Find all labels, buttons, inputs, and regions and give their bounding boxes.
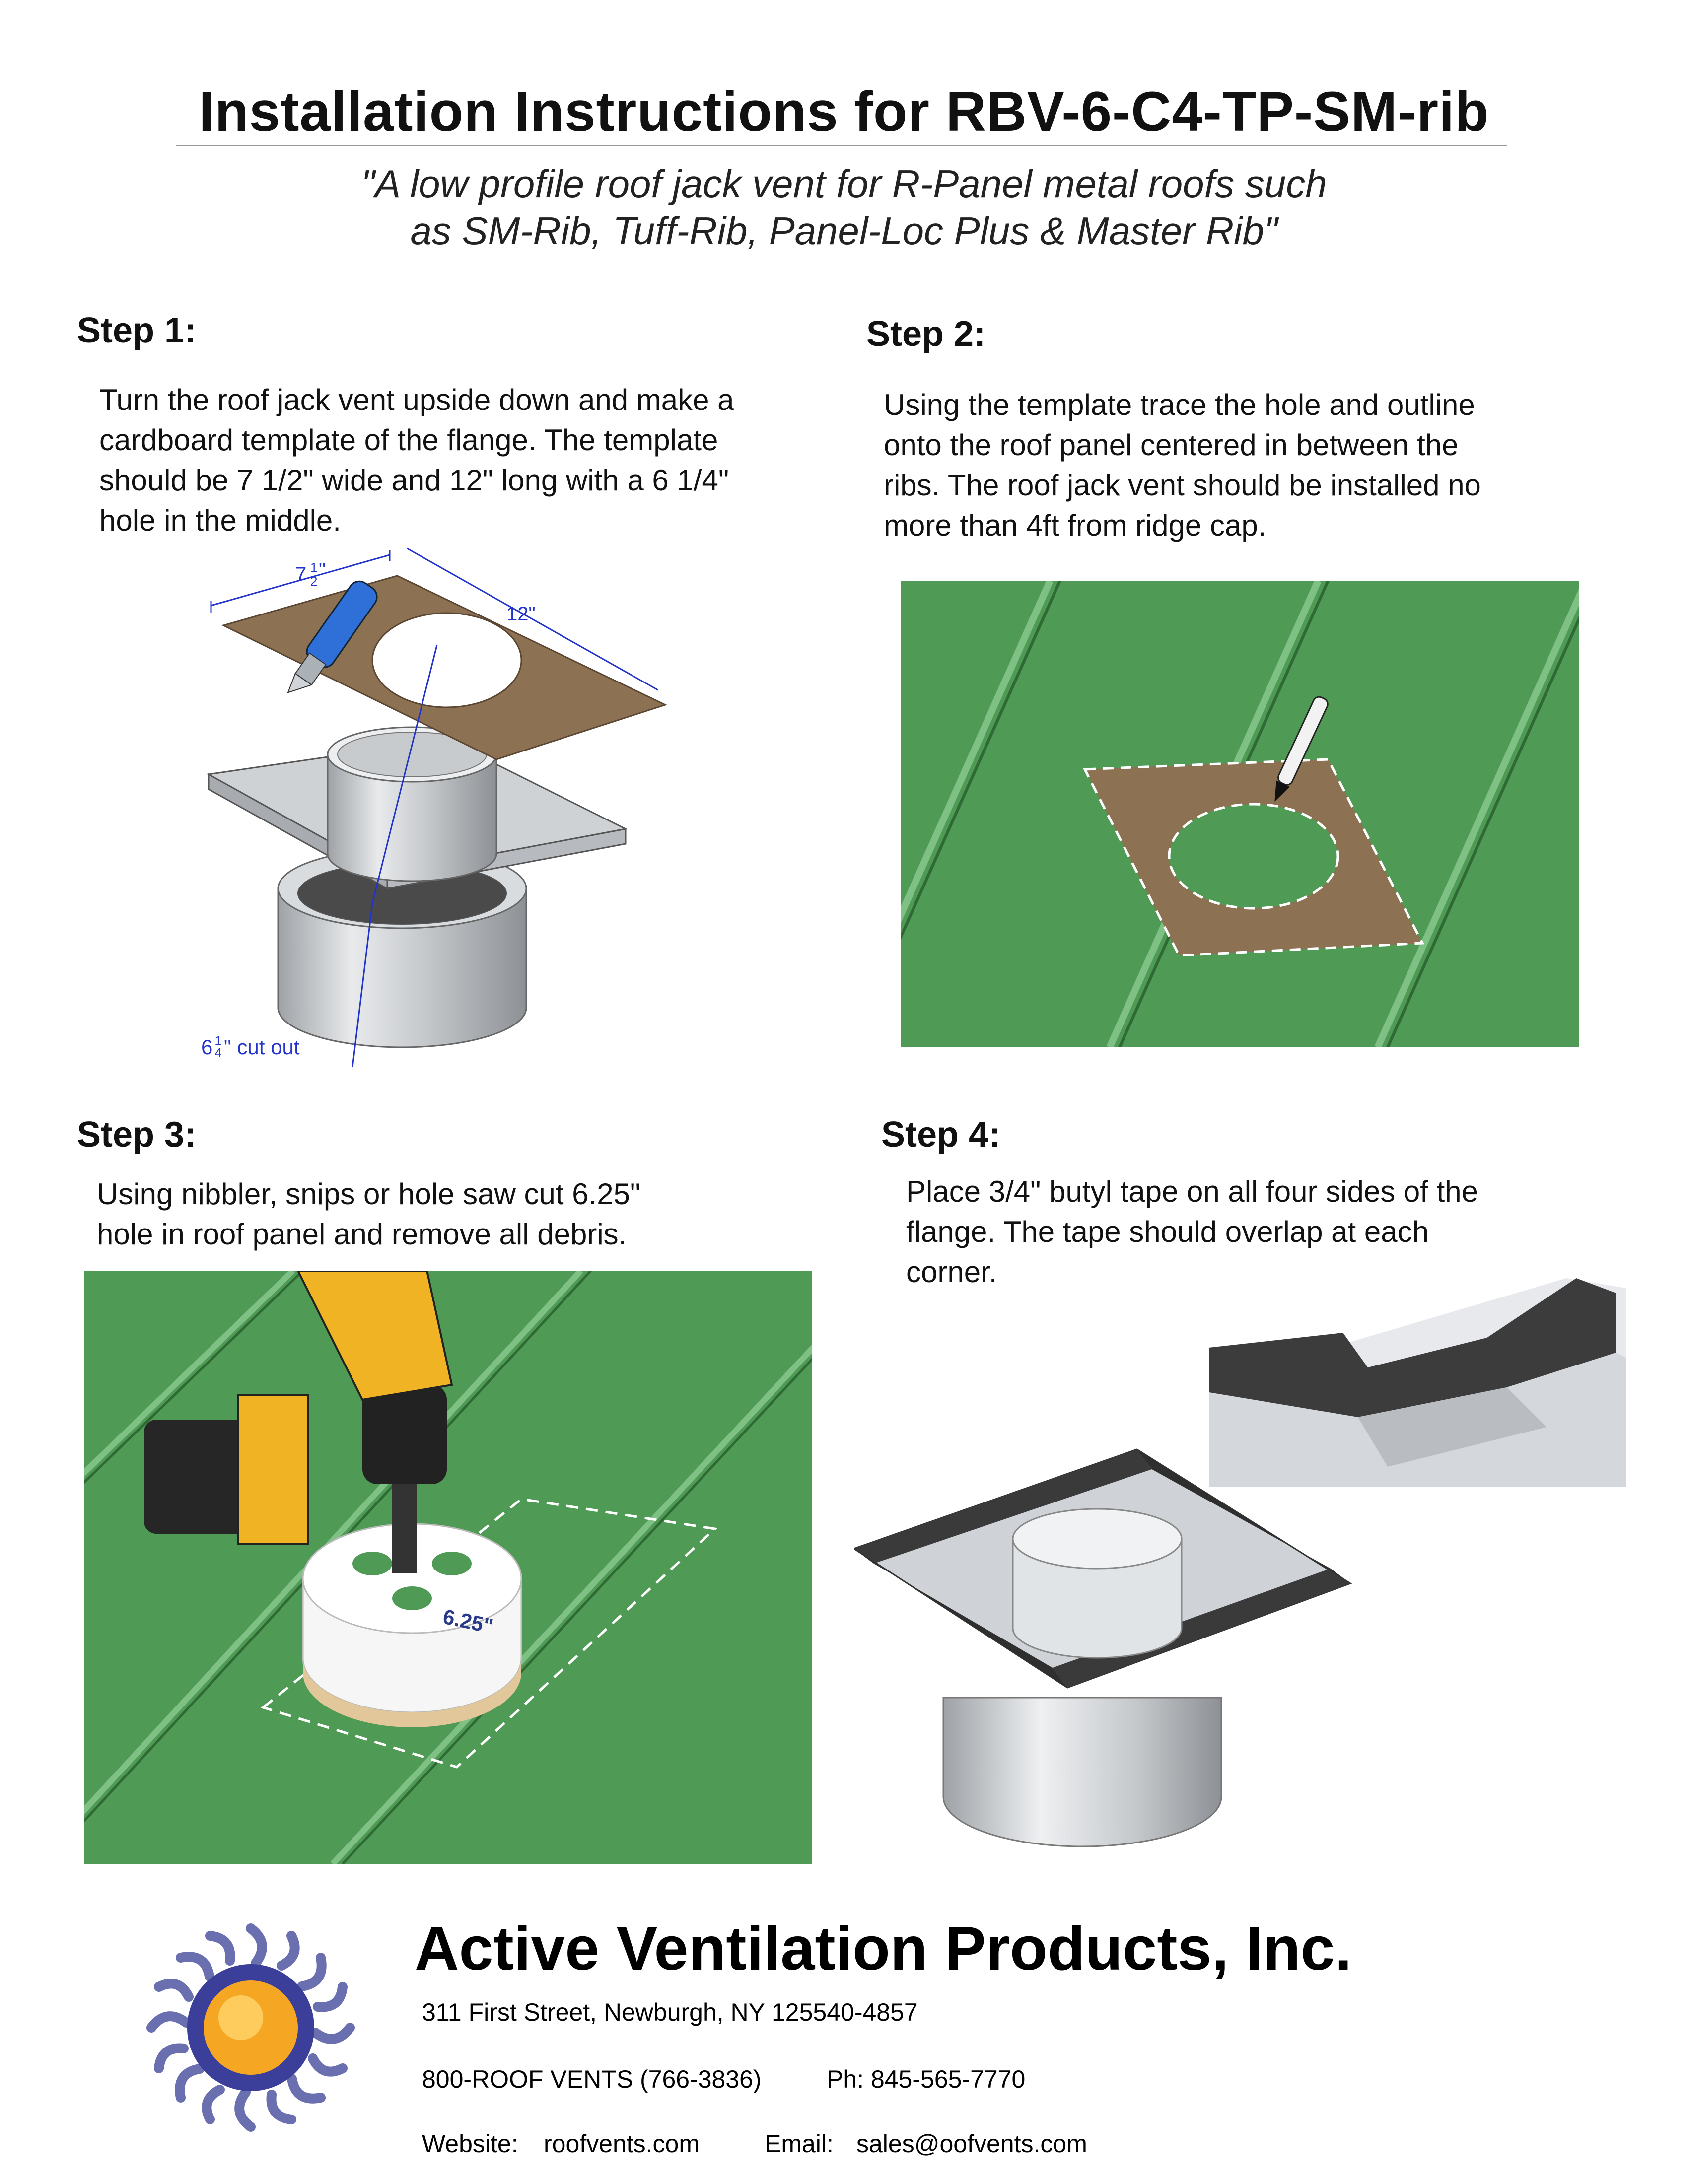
- dimension-lines: [210, 547, 658, 1068]
- utility-knife-icon: [287, 580, 378, 693]
- subtitle-line-1: "A low profile roof jack vent for R-Pane…: [361, 162, 1327, 205]
- step-4-line: flange. The tape should overlap at each: [906, 1215, 1429, 1248]
- step-1-heading: Step 1:: [77, 311, 197, 350]
- page-title: Installation Instructions for RBV-6-C4-T…: [199, 80, 1489, 142]
- template-hole: [371, 612, 522, 708]
- step-2-line: ribs. The roof jack vent should be insta…: [884, 469, 1481, 502]
- step-4-line: corner.: [906, 1255, 997, 1289]
- logo-rays: [146, 1923, 355, 2132]
- dim-length-label: 12": [506, 603, 536, 625]
- dim-hole-den: 4: [214, 1045, 222, 1060]
- step-2-text: Using the template trace the hole and ou…: [884, 385, 1481, 546]
- subtitle-line-2: as SM-Rib, Tuff-Rib, Panel-Loc Plus & Ma…: [410, 209, 1278, 253]
- website-label: Website:: [422, 2130, 518, 2158]
- vent-base-collar: [277, 887, 527, 1048]
- step-2-line: Using the template trace the hole and ou…: [884, 388, 1475, 421]
- step-4-line: Place 3/4" butyl tape on all four sides …: [906, 1175, 1478, 1208]
- dim-hole-suffix: " cut out: [223, 1035, 300, 1059]
- butyl-tape-left: [854, 1549, 1067, 1688]
- email-label: Email:: [765, 2130, 834, 2158]
- email-link[interactable]: sales@oofvents.com: [856, 2130, 1087, 2158]
- step-3-heading: Step 3:: [77, 1115, 197, 1155]
- title-divider: [176, 145, 1507, 146]
- dim-hole-num: 1: [214, 1033, 222, 1048]
- step-2-illustration: [901, 581, 1579, 1047]
- vent-upper-collar: [1012, 1538, 1183, 1659]
- vent-base-collar: [942, 1697, 1222, 1847]
- step-1-line: cardboard template of the flange. The te…: [99, 423, 718, 457]
- step-2-line: more than 4ft from ridge cap.: [884, 509, 1266, 542]
- butyl-tape-detail: [1209, 1278, 1616, 1417]
- toll-free-phone: 800-ROOF VENTS (766-3836): [422, 2065, 762, 2093]
- step-1-text: Turn the roof jack vent upside down and …: [99, 380, 734, 541]
- traced-hole: [1168, 803, 1339, 910]
- step-3-illustration: 6.25": [84, 1271, 812, 1864]
- company-logo: [146, 1923, 355, 2132]
- butyl-tape-top: [854, 1449, 1152, 1564]
- step-4-flange-illustration: [854, 1448, 1352, 1847]
- dim-width-num: 1: [310, 560, 317, 575]
- step-4-heading: Step 4:: [881, 1115, 1001, 1155]
- vent-upper-collar: [327, 753, 497, 882]
- step-4-text: Place 3/4" butyl tape on all four sides …: [906, 1171, 1478, 1292]
- company-address: 311 First Street, Newburgh, NY 125540-48…: [422, 1998, 918, 2026]
- dim-hole-whole: 6: [201, 1035, 213, 1059]
- website-link[interactable]: roofvents.com: [544, 2130, 700, 2158]
- company-name: Active Ventilation Products, Inc.: [415, 1914, 1352, 1983]
- phone-number: Ph: 845-565-7770: [827, 2065, 1026, 2093]
- step-1-illustration: 7 1 2 " 12": [206, 547, 668, 1068]
- step-2-line: onto the roof panel centered in between …: [884, 428, 1459, 462]
- step-3-line: Using nibbler, snips or hole saw cut 6.2…: [97, 1177, 641, 1211]
- butyl-tape-right: [1137, 1449, 1350, 1583]
- butyl-tape-bottom: [1053, 1569, 1350, 1688]
- step-3-text: Using nibbler, snips or hole saw cut 6.2…: [97, 1174, 640, 1254]
- dim-width-den: 2: [310, 574, 317, 589]
- drill-icon: [144, 1271, 453, 1573]
- step-3-line: hole in roof panel and remove all debris…: [97, 1218, 627, 1251]
- dim-width-whole: 7: [295, 563, 306, 585]
- marker-icon: [1274, 696, 1329, 802]
- step-1-line: Turn the roof jack vent upside down and …: [99, 383, 734, 416]
- step-1-line: hole in the middle.: [99, 504, 341, 537]
- dim-width-unit: ": [319, 559, 326, 581]
- step-1-line: should be 7 1/2" wide and 12" long with …: [99, 464, 729, 497]
- step-4-detail-illustration: [1209, 1278, 1626, 1487]
- step-2-heading: Step 2:: [866, 314, 986, 354]
